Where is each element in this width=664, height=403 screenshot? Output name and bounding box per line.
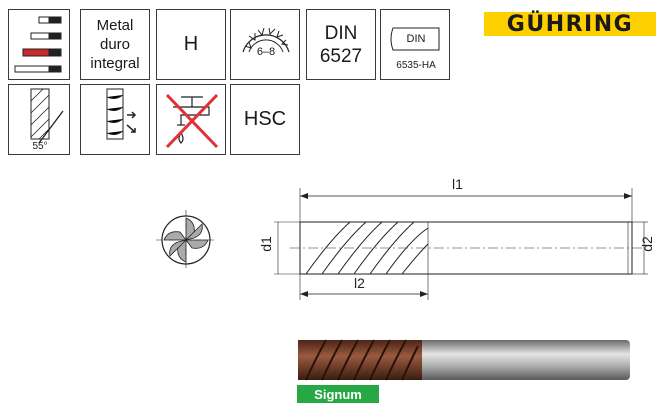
- material-line-2: duro: [99, 36, 131, 53]
- tool-length-icon: [14, 16, 62, 73]
- no-coolant-icon: [165, 93, 219, 149]
- helix-angle-value: 55°: [32, 141, 48, 152]
- hsc-label: HSC: [243, 108, 287, 130]
- coating-badge: Signum: [297, 385, 379, 403]
- no-coolant-box: [156, 84, 226, 155]
- tool-side-view: [274, 188, 648, 300]
- cross-section-view: [156, 210, 216, 270]
- flute-count-icon: [242, 27, 290, 53]
- din-number: 6527: [319, 45, 363, 67]
- hsc-box: HSC: [230, 84, 300, 155]
- din-standard-box: DIN 6527: [306, 9, 376, 80]
- material-box: Metal duro integral: [80, 9, 150, 80]
- tool-length-icon-box: [8, 9, 70, 80]
- flutes-range: 6–8: [256, 46, 276, 58]
- shank-icon: [390, 27, 440, 51]
- flutes-box: 6–8: [230, 9, 300, 80]
- helix-angle-icon: [30, 88, 64, 144]
- helix-angle-box: 55°: [8, 84, 70, 155]
- feed-direction-icon: [106, 88, 137, 140]
- feed-direction-box: [80, 84, 150, 155]
- shank-din-label: DIN: [406, 33, 426, 45]
- tool-photo: [298, 339, 630, 381]
- coating-label: Signum: [314, 386, 362, 402]
- logo-text: GÜHRING: [506, 11, 634, 37]
- dimension-l1: l1: [452, 176, 463, 192]
- material-line-1: Metal: [96, 17, 134, 34]
- application-box: H: [156, 9, 226, 80]
- dimension-d1: d1: [257, 236, 274, 252]
- shank-standard-box: DIN 6535-HA: [380, 9, 450, 80]
- din-label: DIN: [324, 22, 358, 44]
- material-line-3: integral: [90, 55, 140, 72]
- application-label: H: [183, 33, 199, 55]
- shank-standard-label: 6535-HA: [396, 60, 436, 71]
- dimension-d2: d2: [638, 236, 655, 252]
- guhring-logo: GÜHRING: [484, 11, 656, 37]
- dimension-l2: l2: [354, 275, 365, 291]
